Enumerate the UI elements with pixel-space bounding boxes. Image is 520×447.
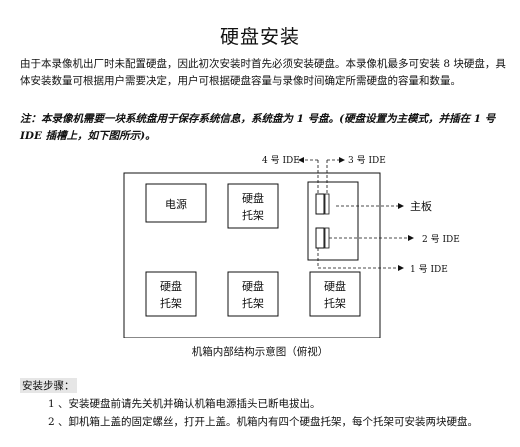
steps-heading: 安装步骤：: [20, 378, 77, 393]
intro-paragraph: 由于本录像机出厂时未配置硬盘，因此初次安装时首先必须安装硬盘。本录像机最多可安装…: [20, 58, 506, 87]
ide-slot-a2: [324, 193, 330, 215]
tray-top-label2: 托架: [242, 208, 264, 222]
step-item: 1 、安装硬盘前请先关机并确认机箱电源插头已断电拔出。: [48, 398, 321, 410]
diagram-caption: 机箱内部结构示意图（俯视）: [191, 346, 329, 358]
tray-bottom-1: [145, 271, 197, 317]
ide-slot-b2: [324, 227, 330, 249]
ide-slot-b: [315, 227, 325, 249]
tray-top: [227, 183, 279, 229]
chassis-diagram: 电源 硬盘 托架 4 号 IDE 3 号 IDE 主板 2 号 IDE 1 号 …: [123, 155, 460, 338]
tray-bottom-3-label2: 托架: [324, 296, 346, 310]
tray-bottom-2: [227, 271, 279, 317]
power-box: [145, 183, 207, 223]
mainboard-label: 主板: [410, 199, 432, 213]
ide3-label: 3 号 IDE: [348, 155, 386, 166]
tray-bottom-1-label2: 托架: [160, 296, 182, 310]
ide1-label: 1 号 IDE: [410, 264, 448, 275]
tray-bottom-2-label2: 托架: [242, 296, 264, 310]
tray-top-label1: 硬盘: [242, 191, 264, 205]
mainboard-area: [307, 181, 359, 261]
tray-bottom-2-label1: 硬盘: [242, 279, 264, 293]
ide4-label: 4 号 IDE: [262, 155, 300, 166]
power-label: 电源: [165, 197, 187, 211]
chassis-outline: [123, 172, 381, 338]
tray-bottom-3-label1: 硬盘: [324, 279, 346, 293]
page-title: 硬盘安装: [219, 26, 300, 48]
tray-bottom-3: [309, 271, 361, 317]
note-paragraph: 注：本录像机需要一块系统盘用于保存系统信息，系统盘为 1 号盘。(硬盘设置为主模…: [20, 113, 496, 142]
step-item: 2 、卸机箱上盖的固定螺丝，打开上盖。机箱内有四个硬盘托架，每个托架可安装两块硬…: [48, 416, 479, 428]
ide-slot-a: [315, 193, 325, 215]
ide2-label: 2 号 IDE: [422, 234, 460, 245]
tray-bottom-1-label1: 硬盘: [160, 279, 182, 293]
